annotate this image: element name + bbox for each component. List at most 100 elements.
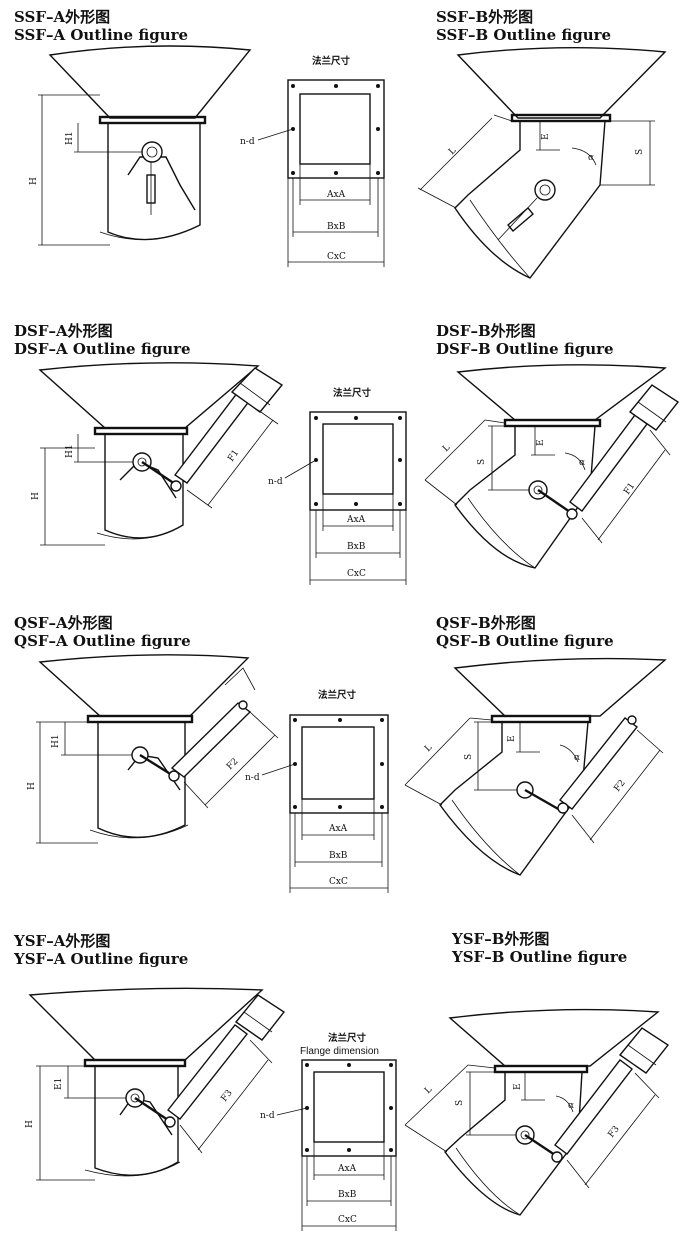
ssf-a-figure: SSF–A外形图 SSF–A Outline figure H H1 [14,8,252,246]
ssf-b-handle [507,207,534,232]
qsf-a-hopper [38,654,250,717]
qsf-a-body [97,722,186,838]
flange-view-2: 法兰尺寸 n-d AxA BxB CxC [268,387,407,585]
flange-1-caption: 法兰尺寸 [312,55,351,67]
ysf-a-dim-h: H [25,1120,35,1128]
dsf-a-motor [230,367,284,413]
ysf-b-title-cn: YSF–B外形图 [451,930,549,948]
flange-3-caption: 法兰尺寸 [318,689,357,701]
dsf-a-dim-h1: H1 [65,444,75,458]
ssf-b-hopper [456,46,667,119]
flange-2-dim-a: AxA [346,515,366,525]
qsf-a-dim-h1: H1 [51,734,61,748]
flange-3-dim-a: AxA [328,824,348,834]
ysf-a-flange [83,1058,187,1068]
dsf-a-actuator [173,391,252,484]
ysf-a-dim-e1: E1 [54,1078,64,1090]
flange-1-dim-b: BxB [327,222,346,232]
flange-4-hole-label: n-d [260,1111,275,1121]
flange-2-hole-label: n-d [268,477,283,487]
ysf-b-figure: YSF–B外形图 YSF–B Outline figure E S L α F3 [404,930,670,1216]
qsf-b-dim-e: E [507,735,517,742]
flange-1-dim-c: CxC [327,252,346,262]
flange-2-inner [322,423,394,495]
qsf-a-title-en: QSF–A Outline figure [14,632,191,650]
ysf-b-motor [618,1027,670,1074]
ssf-a-shaft [141,141,163,163]
ssf-a-dim-h: H [29,177,39,185]
dsf-a-dim-h: H [31,492,41,500]
ssf-b-title-en: SSF–B Outline figure [436,26,611,44]
ssf-b-title-cn: SSF–B外形图 [436,8,533,26]
flange-4-outer [301,1059,397,1157]
qsf-b-figure: QSF–B外形图 QSF–B Outline figure E S L α F2 [404,614,667,876]
flange-3-inner [301,726,375,800]
flange-4-caption: 法兰尺寸 [328,1032,367,1044]
ssf-b-dim-s: S [635,149,645,155]
ysf-b-dim-e: E [513,1083,523,1090]
qsf-b-dim-s: S [464,754,474,760]
flange-1-dim-a: AxA [326,190,346,200]
flange-4-dim-b: BxB [338,1190,357,1200]
dsf-b-dim-s: S [477,459,487,465]
dsf-b-dim-alpha: α [579,458,585,468]
ysf-b-flange [493,1064,589,1074]
ysf-a-actuator [167,1024,248,1120]
ssf-a-title-en: SSF–A Outline figure [14,26,188,44]
dsf-b-motor [628,384,680,431]
dsf-a-hopper [38,362,260,429]
qsf-b-dim-f2: F2 [612,778,627,794]
flange-2-outer [309,411,407,511]
dsf-a-flange [93,426,189,436]
ysf-b-dim-alpha: α [568,1101,574,1111]
dsf-b-hopper [456,364,667,421]
flange-1-inner [299,93,371,165]
flange-view-1: 法兰尺寸 n-d AxA BxB CxC [240,55,385,267]
dsf-b-dim-f1: F1 [622,481,637,497]
flange-2-caption: 法兰尺寸 [333,387,372,399]
dsf-a-dim-f1: F1 [226,448,241,464]
ssf-a-dim-h1: H1 [65,131,75,145]
ysf-b-dim-s: S [455,1100,465,1106]
ssf-b-dim-e: E [541,133,551,140]
flange-2-dim-b: BxB [347,542,366,552]
dsf-b-dim-l: L [441,443,452,454]
flange-4-dim-a: AxA [337,1164,357,1174]
ssf-b-dim-alpha: α [588,153,594,163]
ysf-b-dim-l: L [423,1085,434,1096]
dsf-b-figure: DSF–B外形图 DSF–B Outline figure E S L α F1 [424,322,680,569]
ssf-a-title-cn: SSF–A外形图 [14,8,110,26]
ssf-a-hopper [48,45,252,119]
ysf-b-actuator [554,1059,633,1155]
qsf-a-flange [86,714,194,724]
flange-4-caption-en: Flange dimension [300,1046,379,1057]
ssf-b-figure: SSF–B外形图 SSF–B Outline figure E S L α [417,8,667,279]
qsf-a-figure: QSF–A外形图 QSF–A Outline figure H H1 F2 [14,614,279,844]
ssf-b-body [454,120,606,279]
ssf-a-flange [98,115,207,125]
ysf-b-title-en: YSF–B Outline figure [451,948,627,966]
qsf-a-dim-h: H [27,782,37,790]
flange-1-hole-label: n-d [240,137,255,147]
dsf-a-title-cn: DSF–A外形图 [14,322,113,340]
ssf-a-chute [127,156,196,211]
flange-3-dim-b: BxB [329,851,348,861]
flange-view-4: 法兰尺寸 Flange dimension n-d AxA BxB CxC [260,1032,397,1231]
ysf-a-figure: YSF–A外形图 YSF–A Outline figure H E1 F3 [13,932,286,1181]
ysf-a-hopper [28,987,264,1061]
qsf-b-flange [490,714,592,724]
ssf-b-flange [510,113,612,123]
dsf-b-flange [503,418,602,428]
ysf-a-dim-f3: F3 [219,1088,234,1104]
qsf-b-title-cn: QSF–B外形图 [436,614,536,632]
ssf-b-dim-l: L [447,146,458,157]
dsf-b-title-cn: DSF–B外形图 [436,322,536,340]
flange-3-dim-c: CxC [329,877,348,887]
dsf-b-title-en: DSF–B Outline figure [436,340,614,358]
flange-4-inner [313,1071,385,1143]
flange-view-3: 法兰尺寸 n-d AxA BxB CxC [245,689,389,893]
dsf-b-dim-e: E [536,439,546,446]
ysf-b-hopper [448,1008,660,1067]
dsf-a-figure: DSF–A外形图 DSF–A Outline figure H H1 F1 [14,322,284,546]
